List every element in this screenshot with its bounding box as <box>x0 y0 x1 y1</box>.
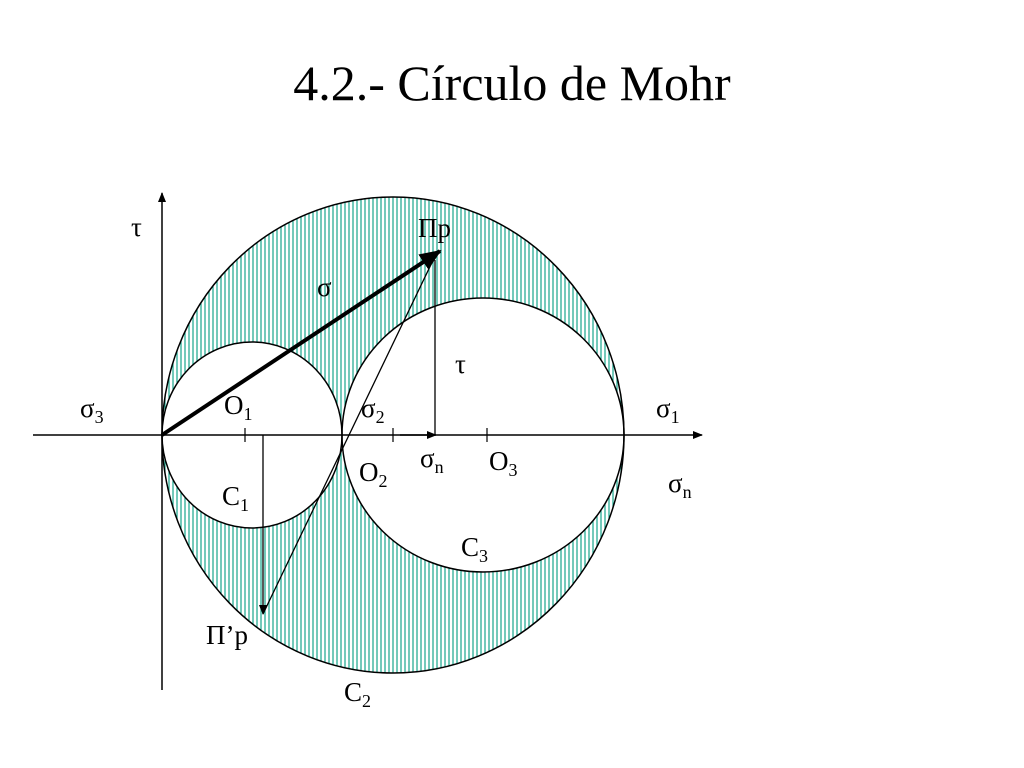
label-sigma: σ <box>317 272 332 302</box>
label-o2: O2 <box>359 457 388 491</box>
label-sigma2: σ2 <box>361 393 385 427</box>
label-tau: τ <box>455 349 466 379</box>
label-sigma1: σ1 <box>656 393 680 427</box>
stress-vector <box>160 249 442 437</box>
label-sigma-n-axis: σn <box>668 468 692 502</box>
label-pi-p: Πp <box>418 213 451 243</box>
hatched-region <box>162 197 624 673</box>
page-title: 4.2.- Círculo de Mohr <box>293 55 731 111</box>
label-sigma-n-inner: σn <box>420 443 444 477</box>
label-sigma3: σ3 <box>80 393 104 427</box>
label-pi-prime-p: Π’p <box>206 620 248 650</box>
line-to-pi-p <box>262 251 438 615</box>
label-c2: C2 <box>344 677 371 711</box>
label-o3: O3 <box>489 446 518 480</box>
label-o1: O1 <box>224 390 253 424</box>
label-tau-axis: τ <box>131 212 142 242</box>
label-c3: C3 <box>461 532 488 566</box>
label-c1: C1 <box>222 481 249 515</box>
